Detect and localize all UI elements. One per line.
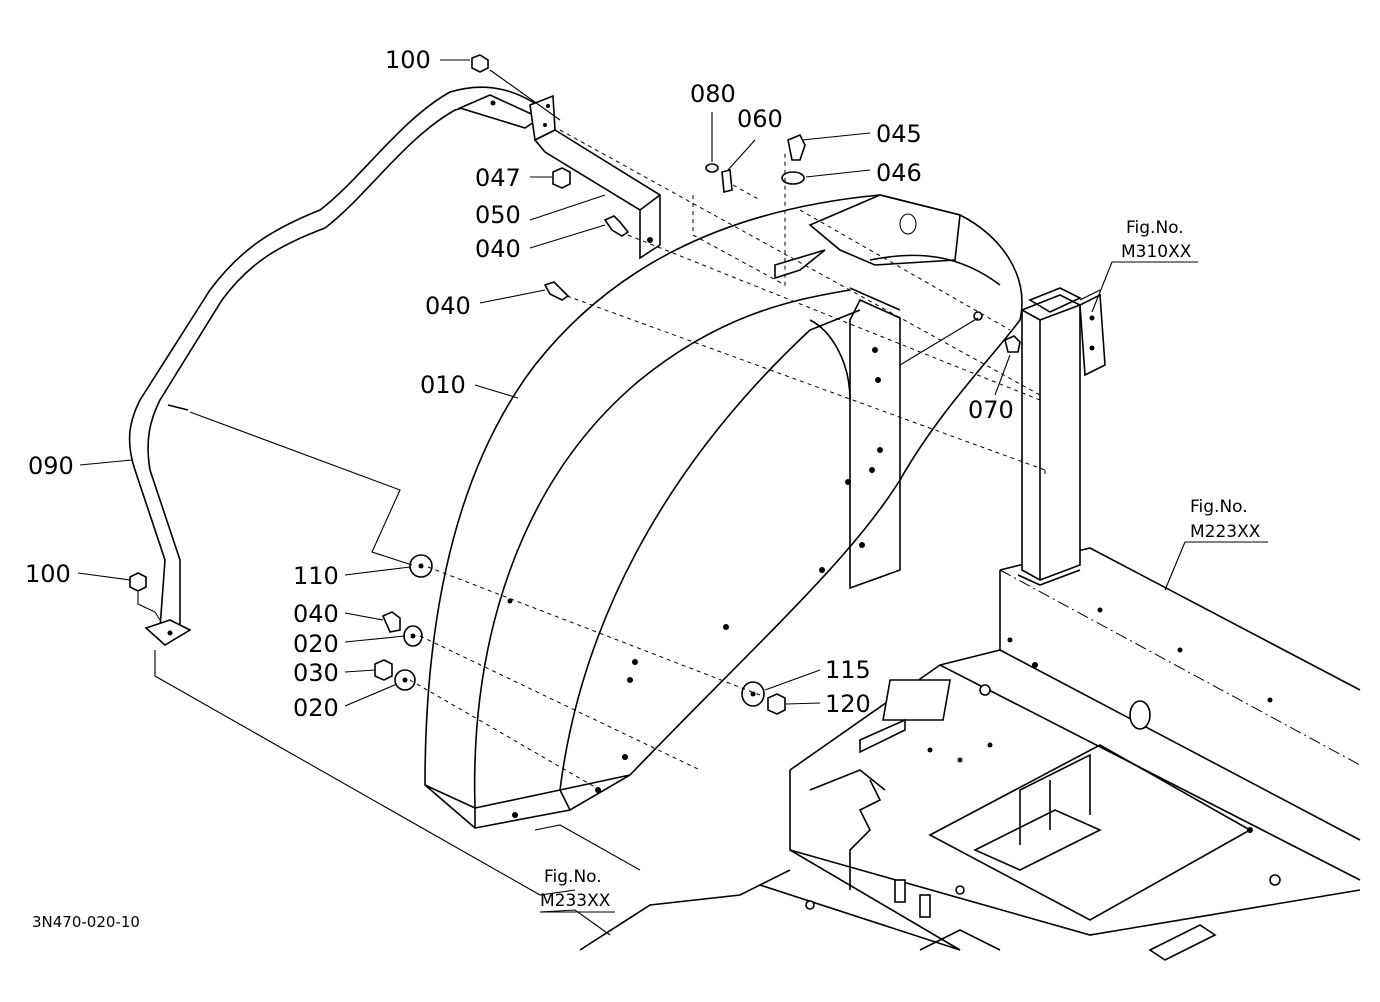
bolt-070	[1004, 335, 1021, 353]
part-label: 010	[420, 371, 466, 399]
part-label: 070	[968, 396, 1014, 424]
diagram-reference-code: 3N470-020-10	[32, 913, 140, 931]
fig-ref-m233: Fig.No. M233XX	[540, 867, 615, 913]
fig-ref-title: Fig.No.	[1190, 497, 1248, 517]
bolt-040a	[603, 215, 630, 237]
washer-046	[781, 171, 805, 185]
washer-110	[409, 554, 433, 578]
washer-080	[705, 163, 719, 173]
part-label: 050	[475, 201, 521, 229]
fig-ref-title: Fig.No.	[1126, 218, 1184, 238]
assembly-lines	[137, 69, 1101, 896]
leader-lines	[77, 59, 1186, 936]
washer-115	[741, 681, 765, 707]
washer-020a	[403, 625, 423, 647]
bracket-050	[533, 129, 661, 260]
part-label: 100	[385, 46, 431, 74]
part-label: 047	[475, 164, 521, 192]
part-label: 060	[737, 105, 783, 133]
part-label: 030	[293, 659, 339, 687]
fastener-100a	[471, 54, 489, 73]
fastener-100b	[129, 572, 147, 592]
part-labels: 100 080 060 045 046 047 050 040 040 010 …	[25, 46, 1014, 722]
part-label: 020	[293, 694, 339, 722]
part-label: 080	[690, 80, 736, 108]
nut-120	[767, 693, 786, 715]
fig-ref-m310: Fig.No. M310XX	[1120, 218, 1198, 263]
part-label: 040	[293, 600, 339, 628]
fig-ref-title: Fig.No.	[544, 867, 602, 887]
part-label: 120	[825, 690, 871, 718]
part-label: 040	[475, 235, 521, 263]
washer-020b	[394, 669, 416, 691]
part-label: 020	[293, 630, 339, 658]
part-label: 046	[876, 159, 922, 187]
fender-010	[424, 194, 1023, 829]
nut-030	[374, 659, 393, 681]
frame-assembly	[579, 547, 1361, 961]
fig-ref-code: M233XX	[540, 891, 611, 911]
fig-ref-m223: Fig.No. M223XX	[1185, 497, 1268, 543]
part-label: 100	[25, 560, 71, 588]
fig-ref-code: M223XX	[1190, 522, 1261, 542]
fig-ref-code: M310XX	[1121, 242, 1192, 262]
part-label: 045	[876, 120, 922, 148]
bolt-040b	[543, 281, 570, 301]
part-label: 110	[293, 562, 339, 590]
rops-post	[1017, 287, 1106, 586]
part-label: 090	[28, 452, 74, 480]
handle-bar-090	[128, 86, 556, 646]
part-label: 040	[425, 292, 471, 320]
nut-047	[552, 167, 571, 189]
fastener-045	[787, 133, 806, 161]
pin-060	[721, 168, 733, 194]
bolt-040c	[381, 611, 401, 633]
part-label: 115	[825, 656, 871, 684]
